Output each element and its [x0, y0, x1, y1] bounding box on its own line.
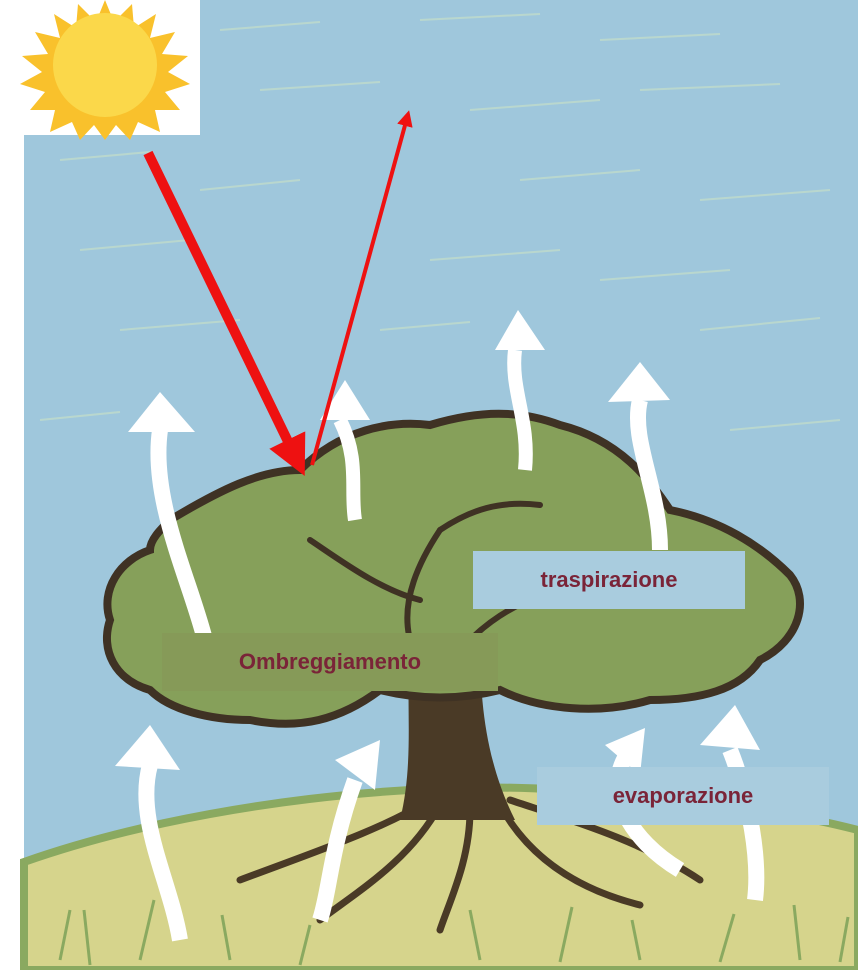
- shading-label-text: Ombreggiamento: [239, 649, 421, 675]
- transpiration-label: traspirazione: [473, 551, 745, 609]
- evaporation-label: evaporazione: [537, 767, 829, 825]
- evaporation-label-text: evaporazione: [613, 783, 754, 809]
- transpiration-label-text: traspirazione: [541, 567, 678, 593]
- shading-label: Ombreggiamento: [162, 633, 498, 691]
